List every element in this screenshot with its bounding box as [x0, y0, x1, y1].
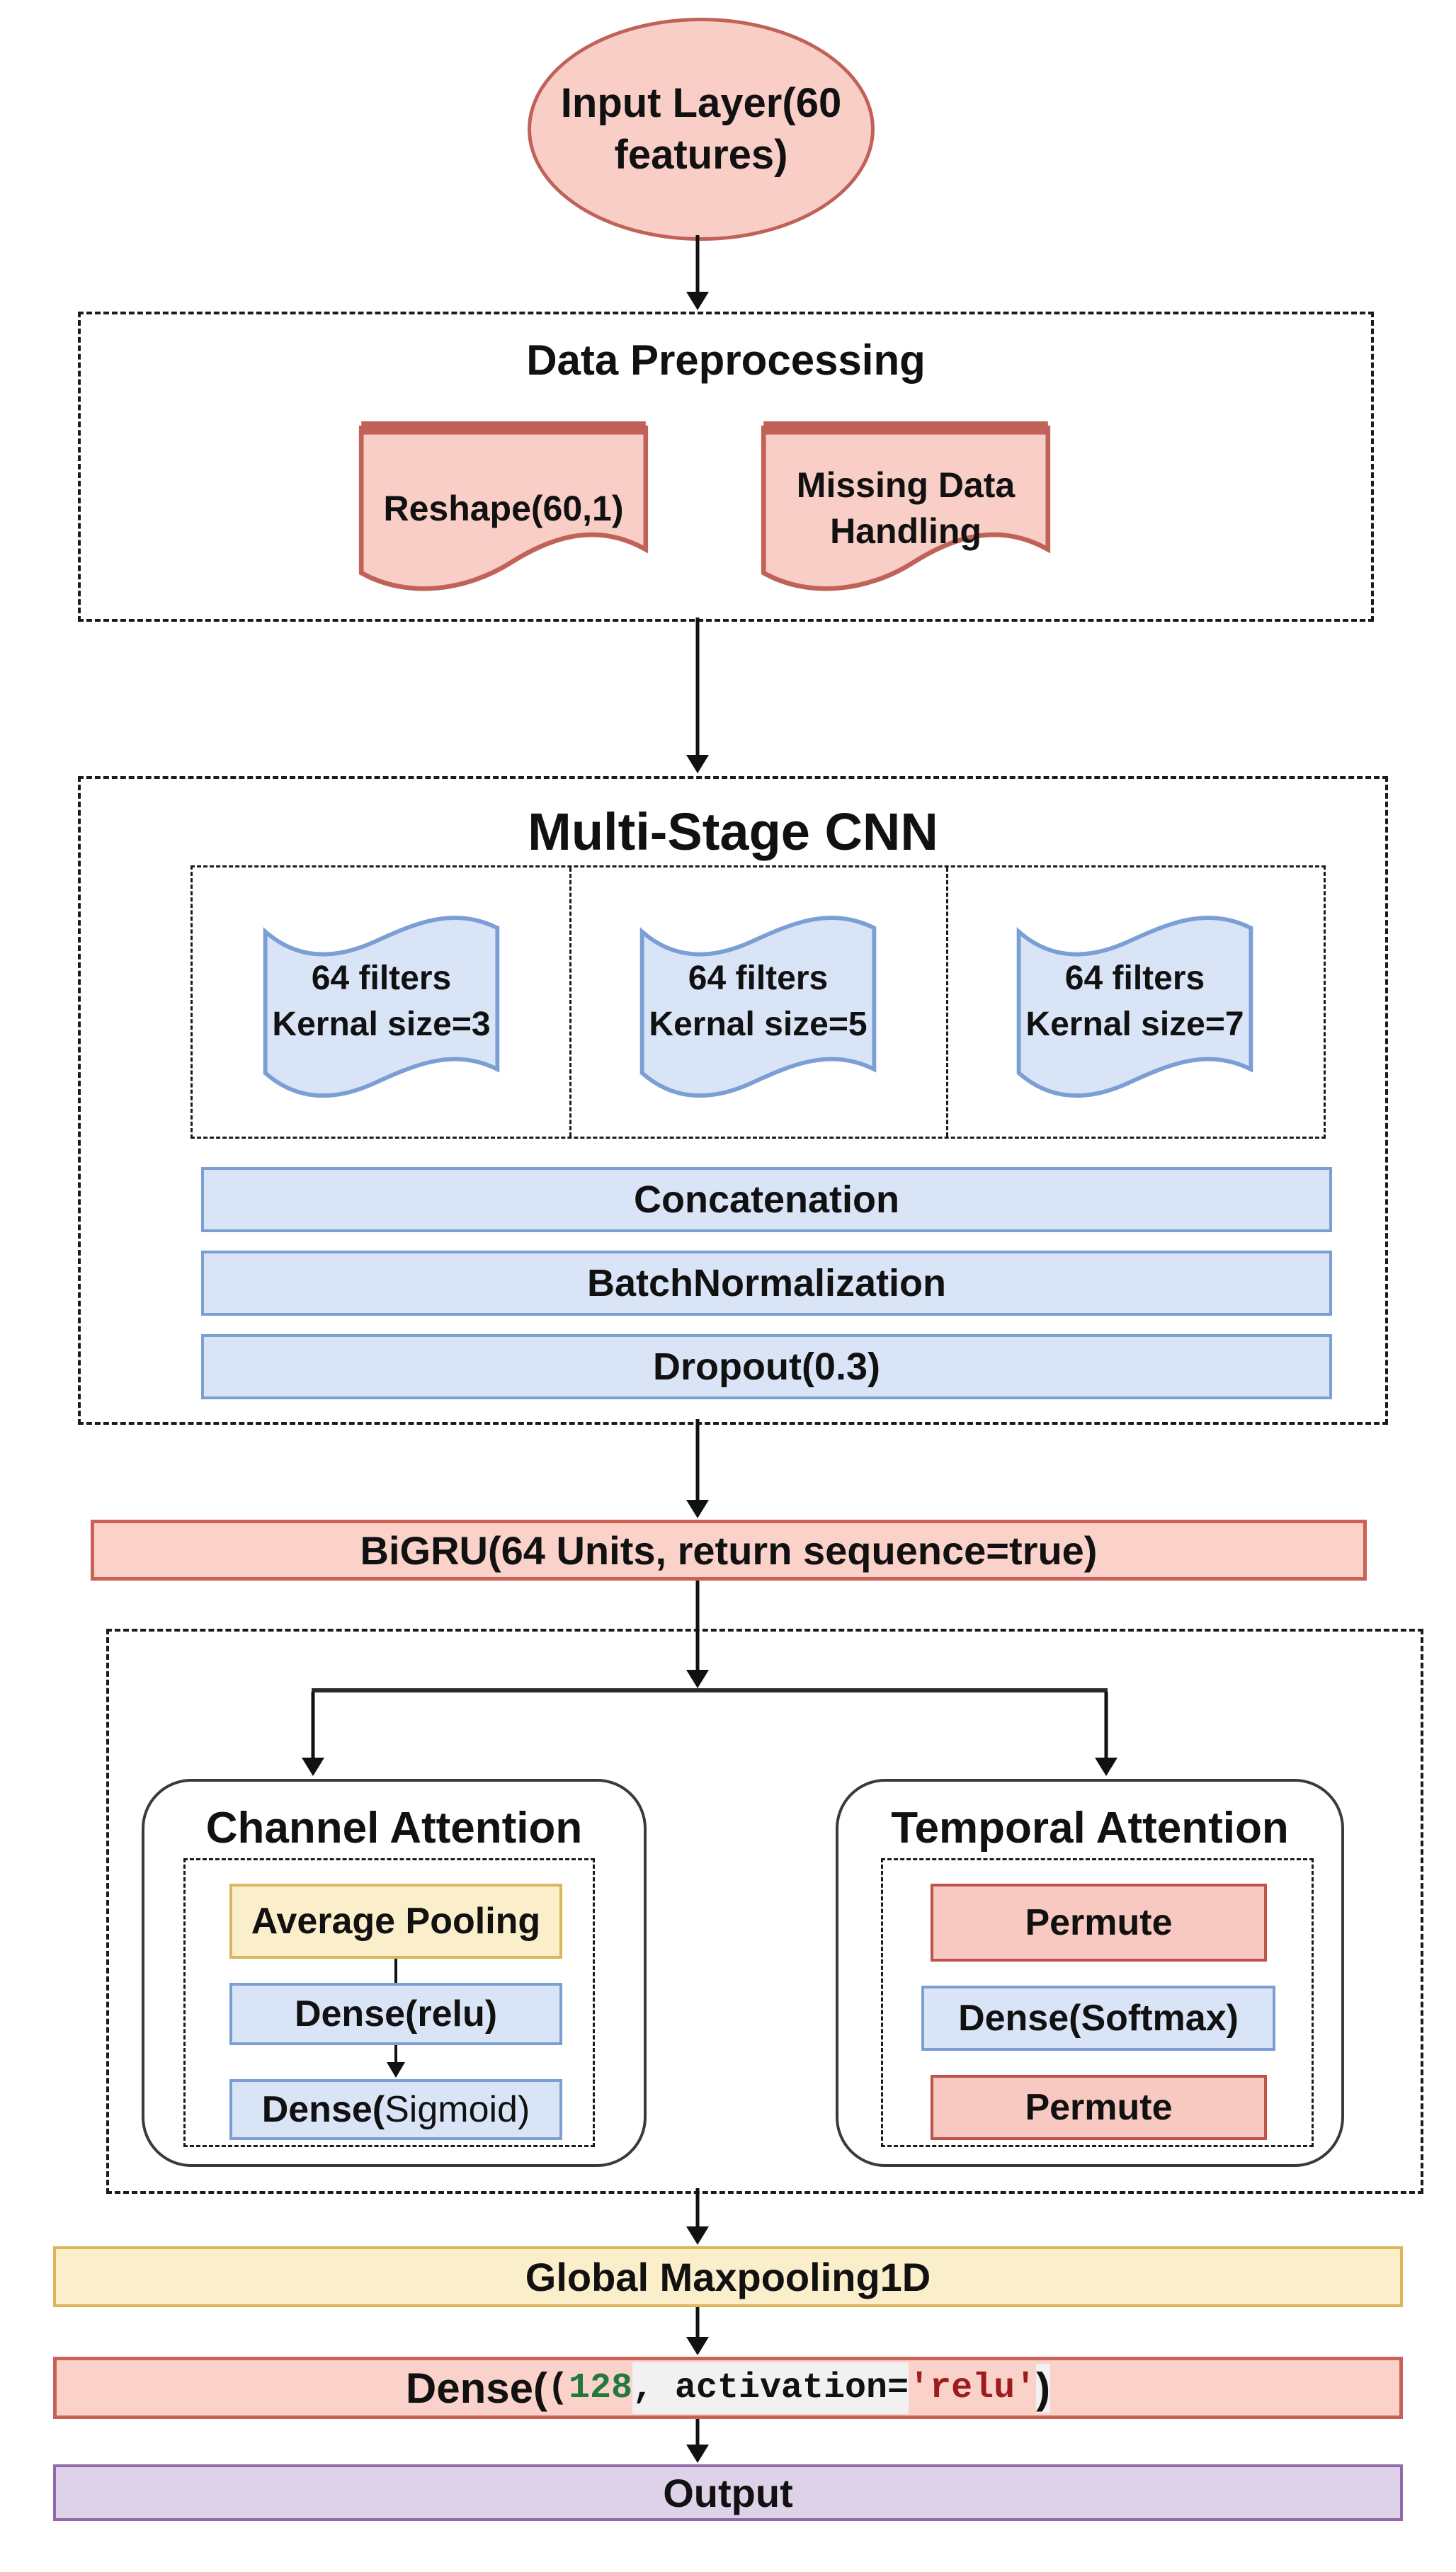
kernel-text: Kernal size=7	[1025, 1005, 1244, 1043]
cnn-branch-kernel7: 64 filters Kernal size=7	[1013, 897, 1257, 1106]
channel-attention-title: Channel Attention	[205, 1804, 583, 1853]
cnn-branch-kernel3: 64 filters Kernal size=3	[259, 897, 504, 1106]
filters-text: 64 filters	[1064, 959, 1205, 997]
dense-128-layer: Dense((128, activation='relu')	[53, 2357, 1403, 2419]
average-pooling-layer: Average Pooling	[229, 1884, 562, 1959]
global-maxpooling-layer: Global Maxpooling1D	[53, 2246, 1403, 2307]
dense-open-paren-text: (	[547, 2367, 569, 2408]
input-layer-label: Input Layer(60 features)	[560, 80, 842, 178]
missing-data-step: Missing Data Handling	[759, 421, 1052, 596]
arrow-stem	[695, 2419, 700, 2446]
arrow-stem	[695, 2307, 700, 2338]
arrow-stem	[695, 618, 700, 756]
multi-stage-cnn-title: Multi-Stage CNN	[528, 802, 938, 861]
cnn-branch-kernel5: 64 filters Kernal size=5	[636, 897, 880, 1106]
reshape-step: Reshape(60,1)	[357, 421, 650, 596]
arrow-head	[686, 2445, 709, 2463]
arrow-head	[686, 2226, 709, 2245]
arrow-bigru-to-split-icon	[685, 1581, 710, 1688]
arrow-stem	[311, 1692, 315, 1759]
dense-softmax-layer: Dense(Softmax)	[921, 1986, 1275, 2051]
arrow-head	[387, 2062, 405, 2078]
arrow-head	[686, 755, 709, 773]
kernel-text: Kernal size=3	[272, 1005, 491, 1043]
arrow-dense-to-output-icon	[685, 2419, 710, 2463]
bigru-layer: BiGRU(64 Units, return sequence=true)	[91, 1520, 1367, 1581]
arrow-stem	[695, 2188, 700, 2228]
arrow-stem	[1104, 1692, 1108, 1759]
data-preprocessing-group: Data Preprocessing Reshape(60,1) Missing…	[78, 312, 1374, 622]
filters-text: 64 filters	[311, 959, 452, 997]
arrow-globalmax-to-dense-icon	[685, 2307, 710, 2355]
column-divider	[569, 867, 571, 1137]
temporal-attention-block: Temporal Attention Permute Dense(Softmax…	[836, 1779, 1344, 2167]
document-shape-outline	[761, 421, 1051, 591]
arrow-preprocessing-to-cnn-icon	[685, 618, 710, 773]
permute-bottom-layer: Permute	[931, 2075, 1267, 2140]
connector-avgpool-to-dense-line	[394, 1959, 397, 1983]
arrow-head	[686, 292, 709, 310]
arrow-head	[302, 1758, 324, 1776]
arrow-head	[686, 2337, 709, 2355]
multi-stage-cnn-group: Multi-Stage CNN 64 filters Kernal size=3	[78, 776, 1388, 1425]
arrow-stem	[394, 2045, 397, 2064]
arrow-split-to-channel-icon	[300, 1692, 326, 1776]
attention-group	[106, 1629, 1423, 2194]
dense-sigmoid-layer: Dense(Sigmoid)	[229, 2079, 562, 2140]
input-layer-node: Input Layer(60 features)	[528, 18, 875, 241]
output-layer: Output	[53, 2464, 1403, 2521]
cnn-branch-label: 64 filters Kernal size=5	[636, 897, 880, 1106]
cnn-branches-group: 64 filters Kernal size=3 64 filters Kern…	[190, 865, 1326, 1139]
tape-shape-outline	[639, 916, 877, 1098]
dense-sigmoid-rest-text: Sigmoid)	[385, 2089, 530, 2130]
arrow-cnn-to-bigru-icon	[685, 1419, 710, 1518]
arrow-head	[686, 1500, 709, 1518]
temporal-attention-title: Temporal Attention	[891, 1804, 1289, 1853]
arrow-stem	[695, 235, 700, 293]
dense-mid-text: , activation=	[632, 2362, 909, 2414]
filters-text: 64 filters	[688, 959, 829, 997]
kernel-text: Kernal size=5	[649, 1005, 868, 1043]
arrow-denserelu-to-densesigmoid-icon	[383, 2045, 409, 2078]
channel-attention-inner-group	[183, 1858, 595, 2147]
cnn-branch-label: 64 filters Kernal size=7	[1013, 897, 1257, 1106]
batchnormalization-layer: BatchNormalization	[201, 1251, 1332, 1316]
dense-units-text: 128	[568, 2367, 632, 2408]
arrow-stem	[695, 1419, 700, 1501]
arrow-input-to-preprocessing-icon	[685, 235, 710, 310]
permute-top-layer: Permute	[931, 1884, 1267, 1962]
split-connector-line	[312, 1688, 1108, 1692]
dropout-layer: Dropout(0.3)	[201, 1334, 1332, 1399]
concatenation-layer: Concatenation	[201, 1167, 1332, 1232]
column-divider	[946, 867, 948, 1137]
arrow-head	[686, 1670, 709, 1688]
tape-shape-outline	[263, 916, 500, 1098]
dense-sigmoid-bold-text: Dense(	[261, 2089, 385, 2130]
arrow-stem	[695, 1581, 700, 1671]
dense-relu-layer: Dense(relu)	[229, 1983, 562, 2045]
cnn-branch-label: 64 filters Kernal size=3	[259, 897, 504, 1106]
dense-close-paren-text: )	[1036, 2363, 1051, 2413]
temporal-attention-inner-group	[881, 1858, 1314, 2147]
missing-data-label: Missing Data Handling	[796, 465, 1016, 551]
dense-activation-text: 'relu'	[909, 2367, 1037, 2408]
arrow-head	[1095, 1758, 1117, 1776]
tape-shape-outline	[1016, 916, 1253, 1098]
document-shape-outline	[358, 421, 649, 591]
data-preprocessing-title: Data Preprocessing	[526, 336, 926, 384]
dense-prefix-text: Dense(	[405, 2364, 547, 2412]
channel-attention-block: Channel Attention Average Pooling Dense(…	[142, 1779, 647, 2167]
arrow-split-to-temporal-icon	[1093, 1692, 1119, 1776]
arrow-attention-to-globalmax-icon	[685, 2188, 710, 2245]
reshape-label: Reshape(60,1)	[383, 489, 624, 528]
